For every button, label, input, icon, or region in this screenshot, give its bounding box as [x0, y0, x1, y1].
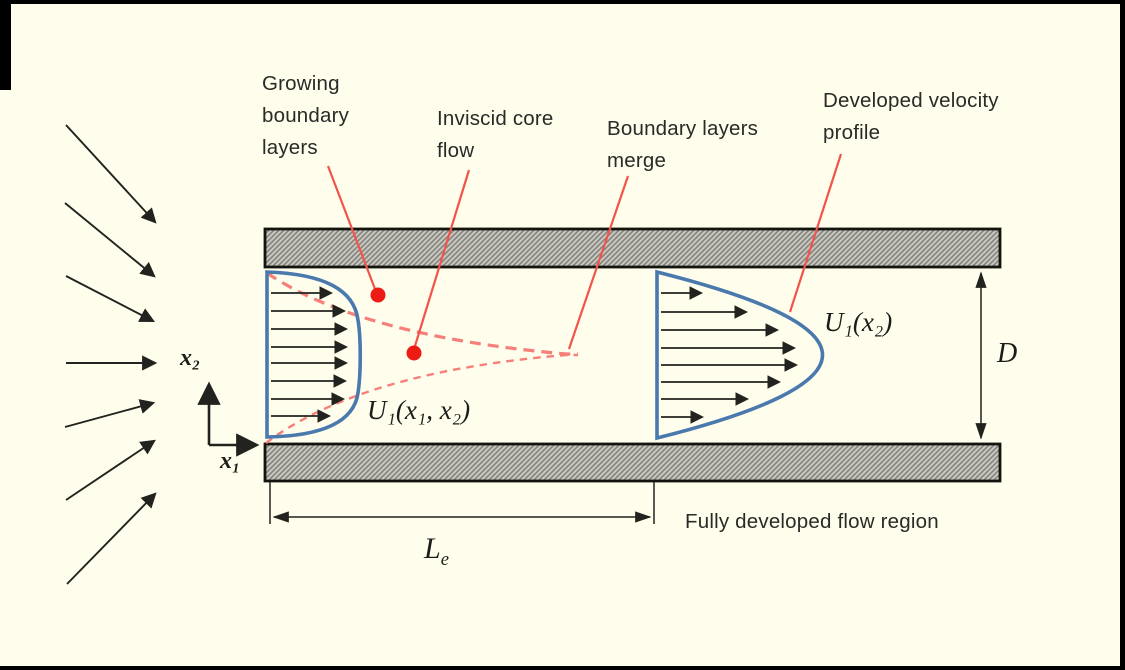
inflow-arrow [66, 492, 157, 585]
label-growing-boundary-layers: Growing boundary layers [262, 72, 350, 159]
leader-lines [326, 153, 843, 350]
inflow-arrow [64, 202, 156, 278]
entrance-length-sub: e [440, 549, 449, 570]
label-axis-x2: x₂ [180, 345, 201, 371]
label-diameter: D [997, 338, 1018, 369]
inflow-arrow [65, 275, 156, 323]
entrance-length-base: L [424, 532, 441, 565]
developed-profile-curve [655, 269, 824, 441]
label-boundary-layers-merge: Boundary layers merge [607, 117, 759, 172]
coordinate-axes [197, 381, 260, 457]
leader-developed-velocity-profile [788, 153, 843, 313]
inflow-arrows [64, 124, 158, 585]
pipe-wall-bottom [263, 442, 1002, 483]
inflow-arrow [65, 439, 156, 501]
leader-growing-boundary-layers [326, 165, 377, 290]
dimension-entrance-length [269, 482, 655, 524]
marker-dot-growing-boundary-layers [370, 287, 386, 303]
entrance-velocity-profile [265, 270, 363, 439]
entrance-profile-arrows [271, 286, 349, 423]
label-inviscid-core-flow: Inviscid core flow [437, 107, 554, 162]
leader-inviscid-core-flow [413, 169, 471, 347]
pipe-walls [263, 227, 1002, 483]
marker-dot-inviscid-core-flow [406, 345, 422, 361]
developed-velocity-profile [655, 269, 824, 441]
inflow-arrow [64, 399, 156, 428]
label-entrance-length: Le [424, 532, 449, 571]
frame-left-bar [0, 4, 11, 90]
label-axis-x1: x₁ [220, 448, 241, 474]
pipe-wall-top [263, 227, 1002, 269]
developed-profile-arrows [661, 286, 799, 424]
boundary-layer-edges [265, 271, 578, 444]
label-entrance-velocity: U₁(x₁, x₂) [367, 395, 471, 425]
label-fully-developed-flow-region: Fully developed flow region [685, 510, 939, 533]
inflow-arrow [65, 124, 157, 224]
label-developed-velocity: U₁(x₂) [824, 307, 893, 337]
entrance-profile-curve [265, 270, 363, 439]
boundary-layer-edge-top [266, 271, 578, 356]
leader-boundary-layers-merge [567, 175, 630, 350]
label-developed-velocity-profile: Developed velocity profile [823, 89, 999, 144]
boundary-layer-edge-bottom [265, 353, 578, 444]
diagram-canvas [64, 124, 1002, 585]
